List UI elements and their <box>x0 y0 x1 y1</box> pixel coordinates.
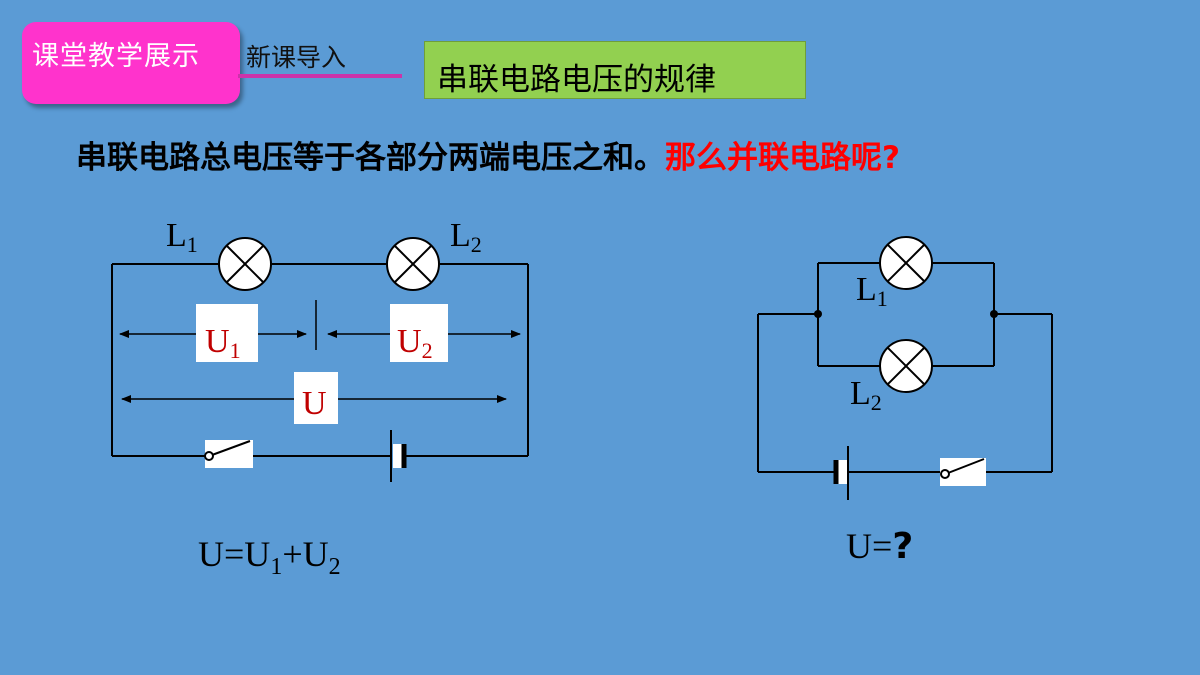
u2-label-box <box>390 304 448 362</box>
section-tag-label: 课堂教学展示 <box>32 41 200 72</box>
parallel-battery-symbol <box>833 446 849 500</box>
statement: 串联电路总电压等于各部分两端电压之和。那么并联电路呢? <box>76 132 900 177</box>
u2-label: U2 <box>397 323 433 363</box>
parallel-lamp-l2-symbol <box>879 339 933 393</box>
statement-main: 串联电路总电压等于各部分两端电压之和。 <box>76 140 665 176</box>
series-battery-symbol <box>390 430 407 482</box>
topic-box: 串联电路电压的规律 <box>424 41 806 99</box>
series-circuit <box>111 263 529 457</box>
parallel-lamp-l1-label: L1 <box>856 271 888 311</box>
lamp-l1-label: L1 <box>166 217 198 257</box>
subsection-label: 新课导入 <box>246 43 347 72</box>
topic-title: 串联电路电压的规律 <box>437 62 716 98</box>
u-label: U <box>302 385 327 422</box>
u-label-box <box>294 372 338 424</box>
series-formula: U=U1+U2 <box>198 534 341 580</box>
lamp-l2-label: L2 <box>450 217 482 257</box>
u1-label: U1 <box>205 323 241 363</box>
parallel-lamp-l2-label: L2 <box>850 375 882 415</box>
statement-question: 那么并联电路呢? <box>665 140 900 176</box>
parallel-circuit <box>757 262 1053 473</box>
tab-underline <box>238 74 402 78</box>
section-tag: 课堂教学展示 <box>22 22 240 104</box>
series-switch-symbol <box>204 440 253 468</box>
parallel-formula: U=? <box>846 526 913 567</box>
u1-label-box <box>196 304 258 362</box>
lamp-l1-symbol <box>218 237 272 291</box>
junction-node <box>814 310 822 318</box>
junction-node <box>990 310 998 318</box>
lamp-l2-symbol <box>386 237 440 291</box>
parallel-switch-symbol <box>940 458 986 486</box>
parallel-lamp-l1-symbol <box>879 236 933 290</box>
